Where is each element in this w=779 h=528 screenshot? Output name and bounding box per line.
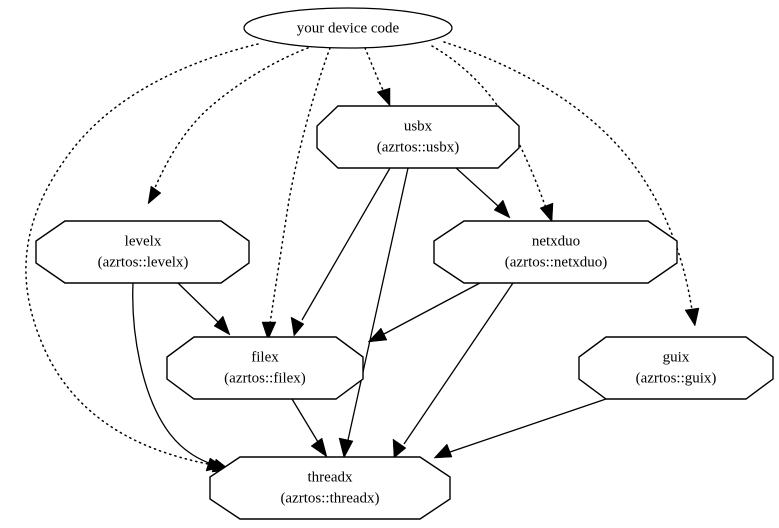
octagon-shape-netxduo [433, 220, 678, 284]
node-label-filex-name: filex [251, 349, 279, 365]
node-filex[interactable]: filex (azrtos::filex) [166, 336, 364, 400]
node-label-netxduo-package: (azrtos::netxduo) [505, 254, 607, 270]
edge-device-to-filex [261, 47, 331, 341]
node-label-threadx-package: (azrtos::threadx) [280, 490, 379, 506]
edge-device-to-levelx [147, 45, 314, 205]
node-label-threadx-name: threadx [308, 469, 353, 485]
edge-guix-to-threadx [433, 398, 607, 459]
node-label-levelx-package: (azrtos::levelx) [98, 254, 189, 270]
node-threadx[interactable]: threadx (azrtos::threadx) [209, 456, 451, 520]
edge-usbx-to-filex [290, 167, 391, 337]
node-guix[interactable]: guix (azrtos::guix) [578, 336, 774, 400]
edge-device-to-netxduo [431, 45, 554, 223]
edge-levelx-to-filex [177, 282, 231, 336]
octagon-shape-filex [166, 336, 364, 400]
octagon-shape-guix [578, 336, 774, 400]
node-label-netxduo-name: netxduo [532, 233, 580, 249]
node-usbx[interactable]: usbx (azrtos::usbx) [316, 105, 520, 169]
octagon-shape-levelx [35, 220, 250, 284]
edge-usbx-to-threadx [338, 167, 409, 459]
ellipse-shape-device [243, 7, 453, 49]
octagon-shape-usbx [316, 105, 520, 169]
node-label-levelx-name: levelx [125, 233, 162, 249]
edge-layer [25, 41, 700, 473]
node-label-guix-package: (azrtos::guix) [636, 370, 717, 386]
edge-netxduo-to-threadx [392, 282, 514, 459]
edge-device-to-usbx [364, 47, 391, 107]
edge-device-to-guix [443, 41, 700, 327]
node-label-guix-name: guix [663, 349, 690, 365]
octagon-shape-threadx [209, 456, 451, 520]
node-netxduo[interactable]: netxduo (azrtos::netxduo) [433, 220, 678, 284]
edge-filex-to-threadx [291, 398, 328, 458]
node-your-device-code[interactable]: your device code [243, 7, 453, 49]
edge-usbx-to-netxduo [454, 166, 511, 219]
node-label-usbx-package: (azrtos::usbx) [377, 139, 459, 155]
node-label-usbx-name: usbx [404, 118, 433, 134]
node-layer: your device code usbx (azrtos::usbx) lev… [35, 7, 774, 520]
node-label-filex-package: (azrtos::filex) [224, 370, 306, 386]
node-levelx[interactable]: levelx (azrtos::levelx) [35, 220, 250, 284]
node-label-device: your device code [297, 20, 400, 36]
edge-netxduo-to-filex [367, 282, 481, 343]
